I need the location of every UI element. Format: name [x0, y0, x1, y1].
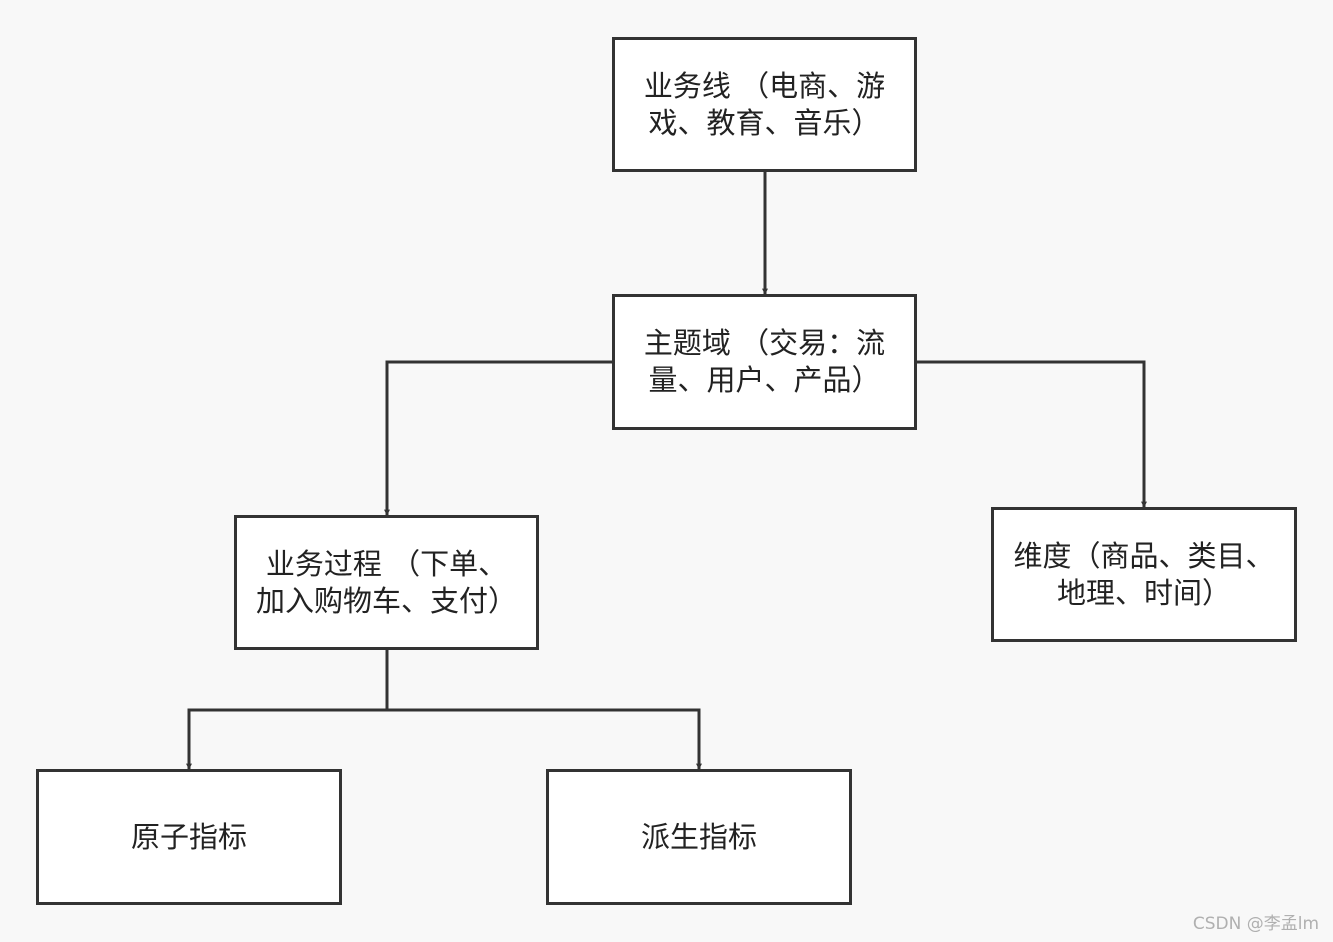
atomic-metric-label: 原子指标	[130, 819, 247, 854]
connector-subject-domain-to-dimension	[916, 360, 1147, 508]
dimension-node: 维度（商品、类目、地理、时间）	[991, 507, 1297, 642]
derived-metric-node: 派生指标	[546, 769, 852, 905]
subject-domain-node: 主题域 （交易：流量、用户、产品）	[612, 294, 917, 430]
watermark: CSDN @李孟lm	[1192, 914, 1319, 934]
derived-metric-label: 派生指标	[640, 819, 757, 854]
atomic-metric-node: 原子指标	[36, 769, 342, 905]
dimension-label: 维度（商品、类目、地理、时间）	[1013, 538, 1275, 610]
business-line-node: 业务线 （电商、游戏、教育、音乐）	[612, 37, 917, 172]
business-process-label: 业务过程 （下单、加入购物车、支付）	[255, 546, 517, 618]
business-line-label: 业务线 （电商、游戏、教育、音乐）	[643, 68, 886, 140]
connector-business-process-to-derived-metric	[387, 708, 702, 770]
subject-domain-label: 主题域 （交易：流量、用户、产品）	[643, 326, 886, 397]
connector-business-process-to-atomic-metric	[186, 708, 387, 770]
business-process-node: 业务过程 （下单、加入购物车、支付）	[234, 515, 539, 650]
connector-subject-domain-to-business-process	[384, 360, 613, 516]
